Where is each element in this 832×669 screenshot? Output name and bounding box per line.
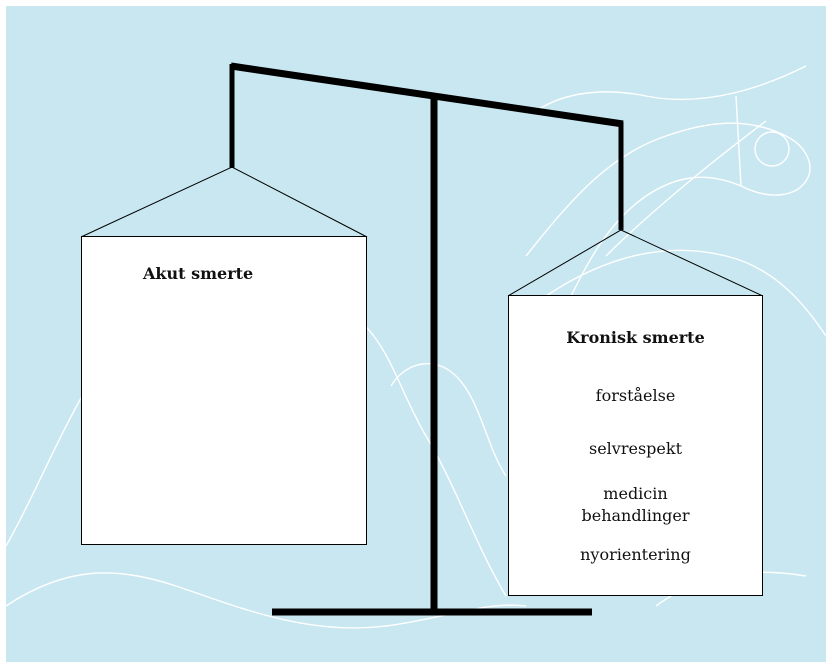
balance-beam	[230, 62, 624, 128]
right-pan-item-self-respect: selvrespekt	[589, 439, 682, 458]
right-pan-item-medicine: medicin	[603, 484, 668, 503]
right-pan-chronic-pain: Kronisk smerte forståelse selvrespekt me…	[508, 295, 763, 596]
right-pan-strings	[507, 229, 764, 297]
scale-drawing	[6, 62, 826, 629]
diagram-canvas: Akut smerte Kronisk smerte forståelse se…	[6, 6, 826, 662]
balance-structure	[229, 62, 624, 616]
pan-strings	[80, 166, 764, 297]
left-pan-acute-pain: Akut smerte	[81, 236, 367, 545]
right-pan-item-understanding: forståelse	[595, 386, 676, 405]
right-pan-item-reorientation: nyorientering	[580, 545, 691, 564]
right-pan-item-treatments: behandlinger	[581, 506, 690, 525]
left-pan-strings	[80, 166, 368, 238]
left-pan-title: Akut smerte	[143, 264, 254, 283]
right-pan-title: Kronisk smerte	[566, 328, 705, 347]
